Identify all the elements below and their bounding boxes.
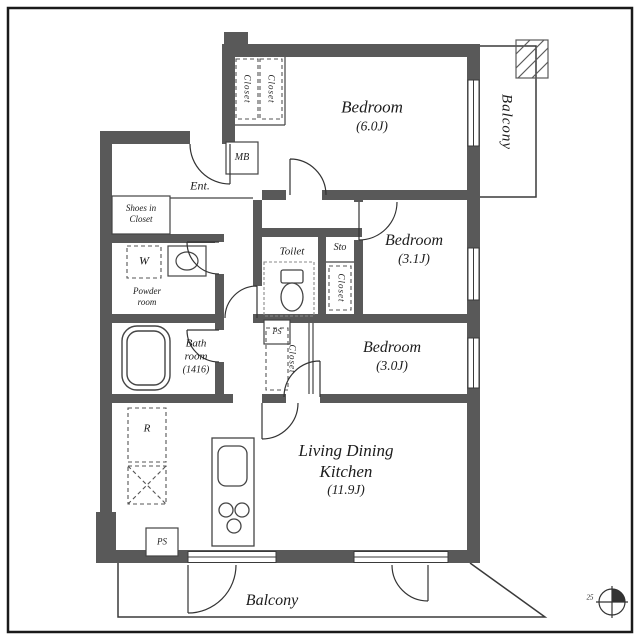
toilet-icon — [280, 269, 304, 312]
entrance-label: Ent. — [190, 178, 210, 193]
washer-label: W — [139, 253, 149, 268]
balcony-outline-right — [480, 45, 537, 198]
hatch-block-icon — [515, 39, 549, 79]
powder-room-label: Powder room — [133, 286, 161, 307]
dashed-storage — [126, 58, 352, 505]
room-name: Bedroom — [384, 232, 444, 250]
room-name: Kitchen — [319, 461, 373, 481]
drawing-border — [6, 6, 634, 634]
compass-note-label: 25 — [586, 593, 594, 602]
ldk-label: Living Dining Kitchen (11.9J) — [299, 441, 394, 499]
closet-label-a: Closet — [242, 74, 253, 104]
bedroom-a-door-arc — [289, 158, 327, 196]
powder-door-arc — [186, 241, 220, 275]
closet-label-c: Closet — [336, 273, 347, 303]
closet-label-b: Closet — [266, 74, 277, 104]
stove-icon — [218, 502, 250, 534]
room-name: Bedroom — [362, 339, 422, 357]
room-area: (3.0J) — [376, 357, 408, 373]
compass-icon — [596, 586, 628, 618]
entry-door-arc — [189, 143, 231, 185]
bedroom-a-label: Bedroom (6.0J) — [341, 97, 403, 134]
kitchen-counter-icon — [211, 437, 255, 547]
refrigerator-label: R — [143, 422, 151, 435]
bath-room-label: Bath room (1416) — [182, 337, 210, 376]
room-area: (11.9J) — [327, 482, 365, 498]
bath-door-arc — [186, 329, 220, 363]
bedroom-b-door-arc — [358, 201, 398, 241]
balcony-bottom-label: Balcony — [245, 592, 299, 610]
room-area: (6.0J) — [356, 118, 388, 134]
balcony-outline-bottom — [117, 562, 548, 618]
thin-partitions — [111, 57, 354, 557]
room-name: Bedroom — [341, 97, 403, 117]
bedroom-b-label: Bedroom (3.1J) — [385, 231, 443, 267]
room-name: Living Dining — [298, 441, 394, 461]
door-swing-arcs — [186, 143, 429, 614]
windows — [187, 79, 480, 563]
toilet-label: Toilet — [279, 245, 305, 258]
balcony-side-label: Balcony — [498, 93, 515, 151]
room-area: (3.1J) — [398, 250, 430, 266]
storage-label: Sto — [333, 241, 347, 253]
shoes-closet-label: Shoes in Closet — [125, 203, 157, 224]
bedroom-c-door-arc — [283, 360, 321, 398]
pipe-shaft-label-bottom: PS — [157, 536, 167, 547]
toilet-door-arc — [224, 285, 258, 319]
sink-icon — [217, 445, 248, 487]
meter-box-label: MB — [234, 151, 250, 163]
closet-label-d: Closet — [287, 344, 298, 374]
balcony-door-arc-right — [391, 564, 429, 602]
walls — [96, 32, 480, 563]
bathtub-icon — [121, 325, 171, 391]
ldk-door-arc — [261, 402, 299, 440]
balcony-door-arc-left — [187, 564, 237, 614]
pipe-shaft-label-top: PS — [272, 327, 282, 337]
bedroom-c-label: Bedroom (3.0J) — [363, 338, 421, 374]
